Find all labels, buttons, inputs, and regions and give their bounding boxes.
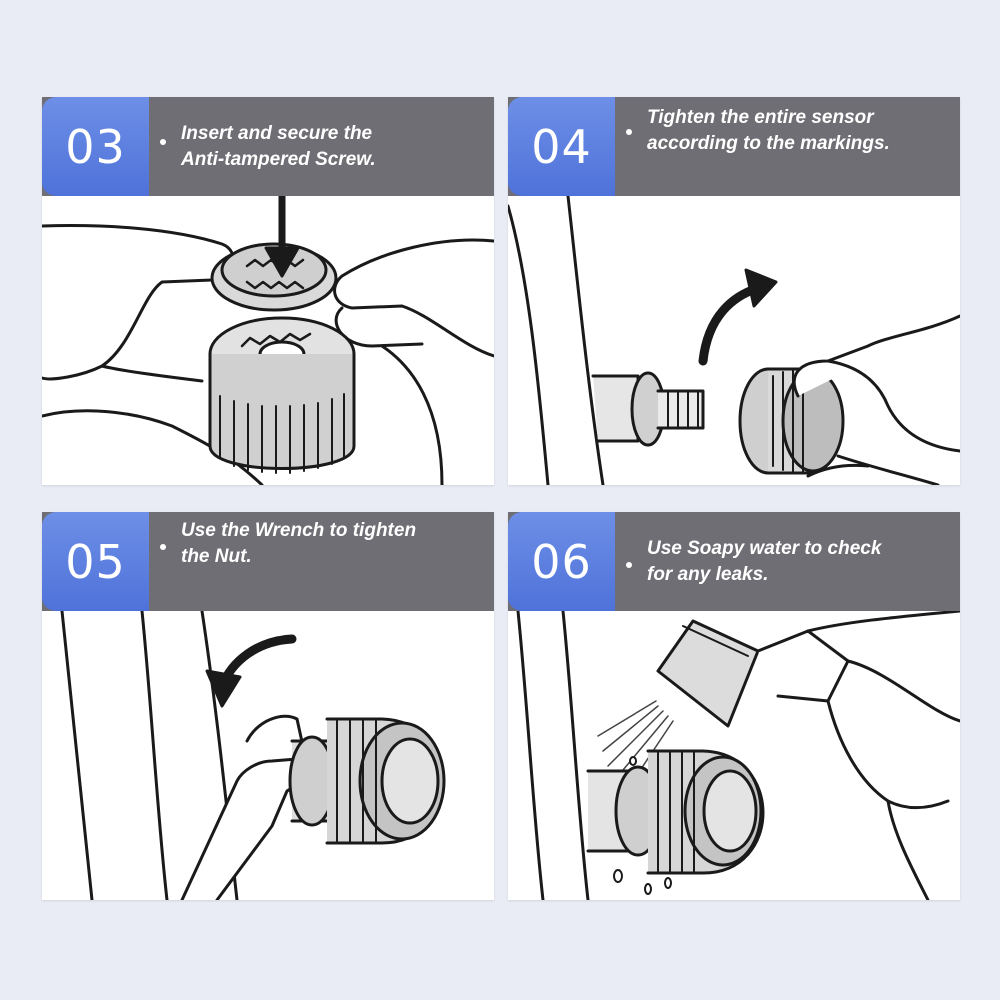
step-header: 06 Use Soapy water to check for any leak… <box>508 512 960 611</box>
wrench-tighten-illustration <box>60 611 446 900</box>
spray-leak-check-illustration <box>516 611 960 900</box>
step-instruction: Use Soapy water to check for any leaks. <box>647 536 948 588</box>
step-card-06: 06 Use Soapy water to check for any leak… <box>508 512 960 900</box>
step-number: 04 <box>508 97 615 196</box>
step-header: 05 Use the Wrench to tighten the Nut. <box>42 512 494 611</box>
instruction-line-1: Tighten the entire sensor <box>647 107 874 128</box>
instruction-line-1: Use the Wrench to tighten <box>181 520 417 541</box>
step-number: 03 <box>42 97 149 196</box>
bullet-dot-icon <box>160 544 166 550</box>
bullet-dot-icon <box>626 562 632 568</box>
step-instruction: Use the Wrench to tighten the Nut. <box>181 518 482 570</box>
illustration-tighten-sensor <box>508 196 960 485</box>
step-number: 06 <box>508 512 615 611</box>
step-instruction: Tighten the entire sensor according to t… <box>647 105 948 157</box>
step-card-04: 04 Tighten the entire sensor according t… <box>508 97 960 485</box>
step-number: 05 <box>42 512 149 611</box>
hand-twist-sensor-illustration <box>508 196 960 485</box>
step-card-03: 03 Insert and secure the Anti-tampered S… <box>42 97 494 485</box>
instruction-line-1: Use Soapy water to check <box>647 538 882 559</box>
instruction-line-1: Insert and secure the <box>181 123 373 144</box>
instruction-line-2: according to the markings. <box>647 133 890 154</box>
step-header: 03 Insert and secure the Anti-tampered S… <box>42 97 494 196</box>
instruction-line-2: the Nut. <box>181 546 252 567</box>
hands-screw-cap-illustration <box>42 196 494 485</box>
illustration-leak-check <box>508 611 960 900</box>
illustration-insert-screw <box>42 196 494 485</box>
instruction-line-2: Anti-tampered Screw. <box>181 149 376 170</box>
bullet-dot-icon <box>626 129 632 135</box>
instruction-line-2: for any leaks. <box>647 564 769 585</box>
illustration-wrench-nut <box>42 611 494 900</box>
bullet-dot-icon <box>160 139 166 145</box>
step-card-05: 05 Use the Wrench to tighten the Nut. <box>42 512 494 900</box>
step-instruction: Insert and secure the Anti-tampered Scre… <box>181 121 482 173</box>
step-header: 04 Tighten the entire sensor according t… <box>508 97 960 196</box>
